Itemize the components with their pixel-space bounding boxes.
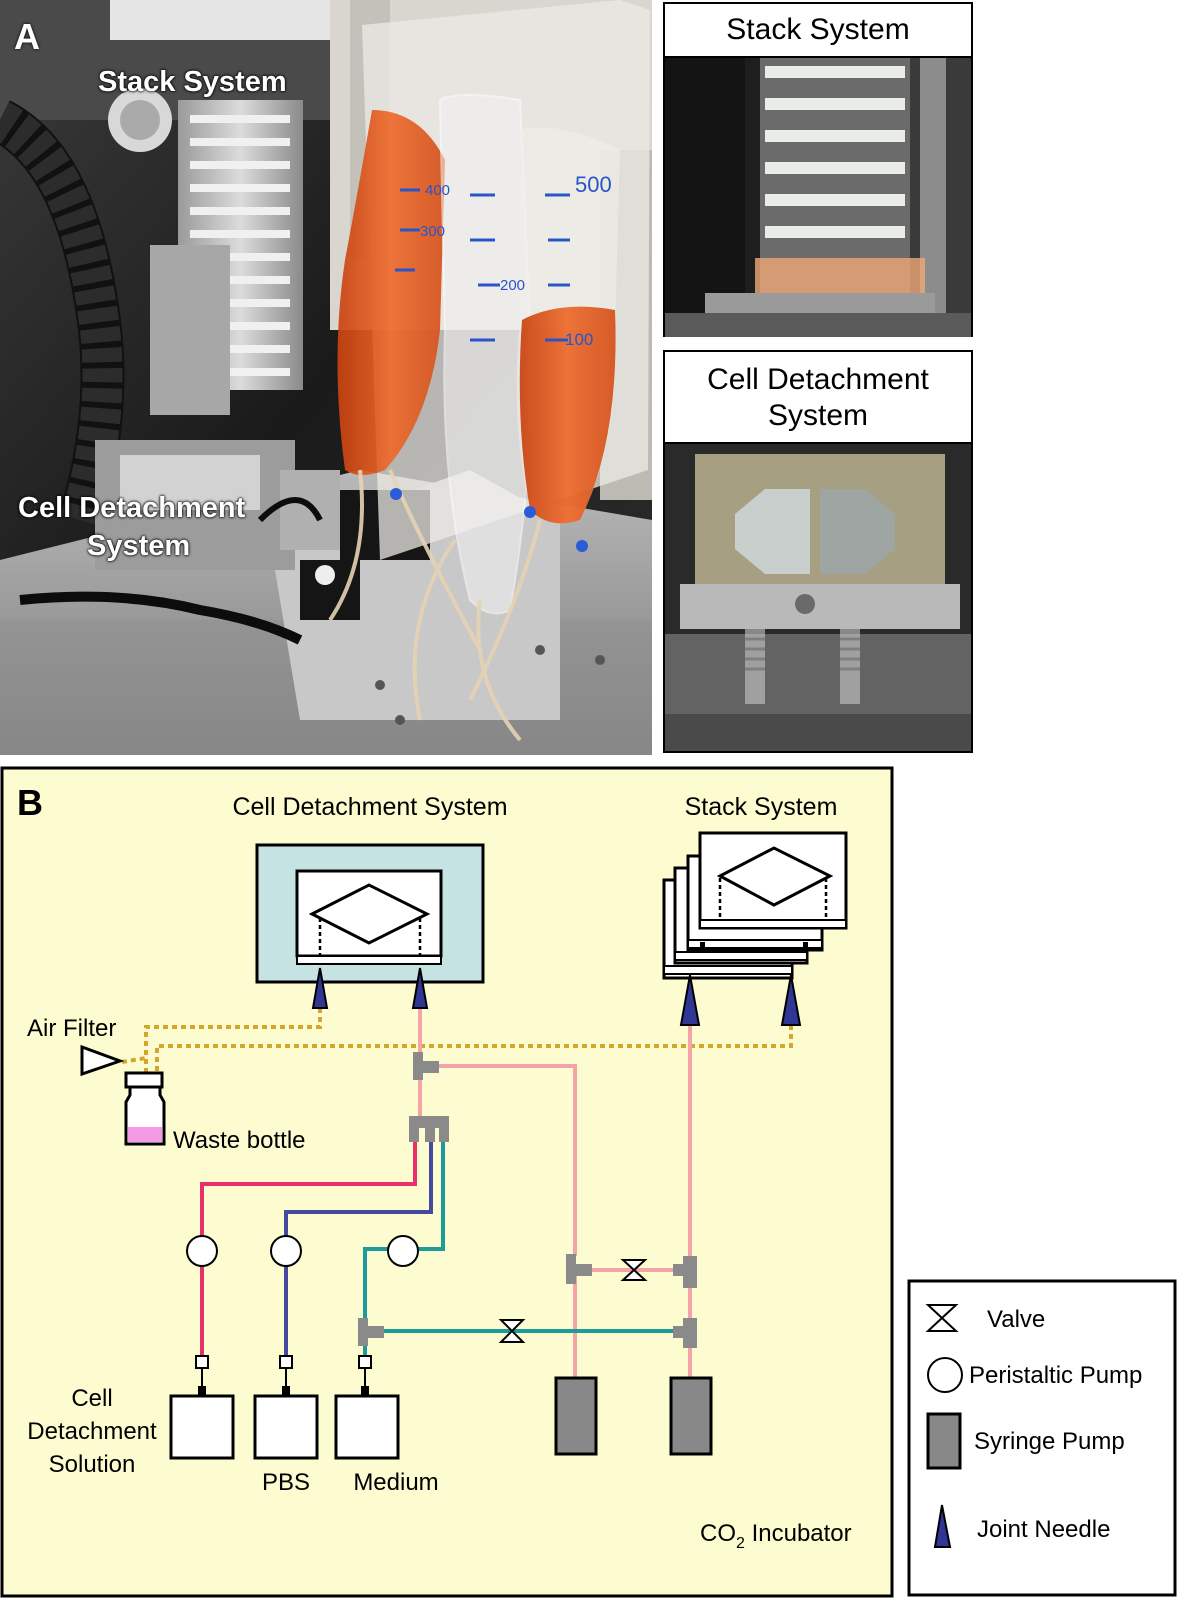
co2-incubator-rest: Incubator xyxy=(745,1520,852,1547)
cell-detachment-system-title: Cell Detachment System xyxy=(232,793,507,821)
bottle-cell-detachment-solution xyxy=(169,1394,235,1460)
bag-mark-400: 400 xyxy=(425,182,450,199)
joint-needle-detach-left xyxy=(311,967,329,1009)
detachment-photo xyxy=(665,444,971,751)
peristaltic-pump-pbs xyxy=(270,1235,302,1267)
connectors xyxy=(358,1052,697,1348)
joint-needle-stack-left xyxy=(679,974,701,1026)
air-line-detachment xyxy=(144,1008,322,1073)
inset-detach-title-line1: Cell Detachment xyxy=(707,363,929,396)
medium-bag-left xyxy=(337,110,445,475)
solution-label-line3: Solution xyxy=(49,1451,136,1478)
solution-label-line1: Cell xyxy=(71,1385,112,1412)
joint-needle-detach-right xyxy=(411,967,429,1009)
syringe-pump-left xyxy=(554,1376,598,1456)
legend-syringe-label: Syringe Pump xyxy=(974,1428,1125,1455)
co2-incubator-co: CO xyxy=(700,1520,736,1547)
waste-bottle-label: Waste bottle xyxy=(173,1127,306,1154)
syringe-pump-right xyxy=(669,1376,713,1456)
legend-valve-label: Valve xyxy=(987,1306,1045,1333)
inset-stack-title: Stack System xyxy=(665,4,971,58)
main-photo-illustration: 400 300 200 100 500 xyxy=(0,0,652,755)
stack-trays xyxy=(190,115,290,376)
inset-cell-detachment-system: Cell Detachment System xyxy=(663,350,973,753)
panel-b-letter: B xyxy=(17,782,43,823)
air-filter-label: Air Filter xyxy=(27,1015,116,1042)
photo-label-cell-detachment-line2: System xyxy=(87,530,191,562)
joint-needle-stack-right xyxy=(780,974,802,1026)
peristaltic-pump-medium xyxy=(387,1235,419,1267)
stack-system-title: Stack System xyxy=(685,793,838,821)
main-photo: 400 300 200 100 500 xyxy=(0,0,652,755)
valve-lower xyxy=(498,1319,526,1343)
legend-needle-icon xyxy=(933,1504,952,1548)
legend-needle-label: Joint Needle xyxy=(977,1516,1110,1543)
waste-bottle xyxy=(124,1071,166,1146)
detachment-culture-vessel xyxy=(308,883,431,945)
inset-detach-title-line2: System xyxy=(767,399,869,432)
inset-stack-system: Stack System xyxy=(663,2,973,337)
legend-peristaltic-icon xyxy=(927,1357,963,1393)
bottle-pbs xyxy=(253,1394,319,1460)
co2-incubator-sub: 2 xyxy=(736,1535,745,1552)
legend-valve-icon xyxy=(925,1304,959,1332)
air-line-stack xyxy=(155,1025,793,1073)
valve-upper xyxy=(620,1259,648,1281)
medium-label: Medium xyxy=(353,1469,438,1496)
air-filter xyxy=(80,1044,125,1077)
inset-detach-title: Cell Detachment System xyxy=(665,352,971,444)
bag-mark-100: 100 xyxy=(565,330,593,349)
stack-photo xyxy=(665,58,971,337)
bag-mark-300: 300 xyxy=(420,223,445,240)
photo-label-stack-system: Stack System xyxy=(98,66,287,98)
line-pbs xyxy=(284,1140,433,1236)
legend-syringe-icon xyxy=(926,1412,962,1470)
solution-label-line2: Detachment xyxy=(27,1418,157,1445)
bottle-medium xyxy=(334,1394,400,1460)
panel-a-letter: A xyxy=(14,16,40,57)
legend-peristaltic-label: Peristaltic Pump xyxy=(969,1362,1142,1389)
stack-culture-vessel xyxy=(716,846,834,907)
pbs-label: PBS xyxy=(262,1469,310,1496)
bag-mark-200: 200 xyxy=(500,277,525,294)
line-medium xyxy=(418,1140,445,1251)
bag-mark-500: 500 xyxy=(575,172,612,197)
line-cell-detachment-solution xyxy=(200,1140,417,1236)
peristaltic-pump-solution xyxy=(186,1235,218,1267)
co2-incubator-label: CO2 Incubator xyxy=(700,1520,852,1552)
photo-label-cell-detachment-line1: Cell Detachment xyxy=(18,492,246,524)
